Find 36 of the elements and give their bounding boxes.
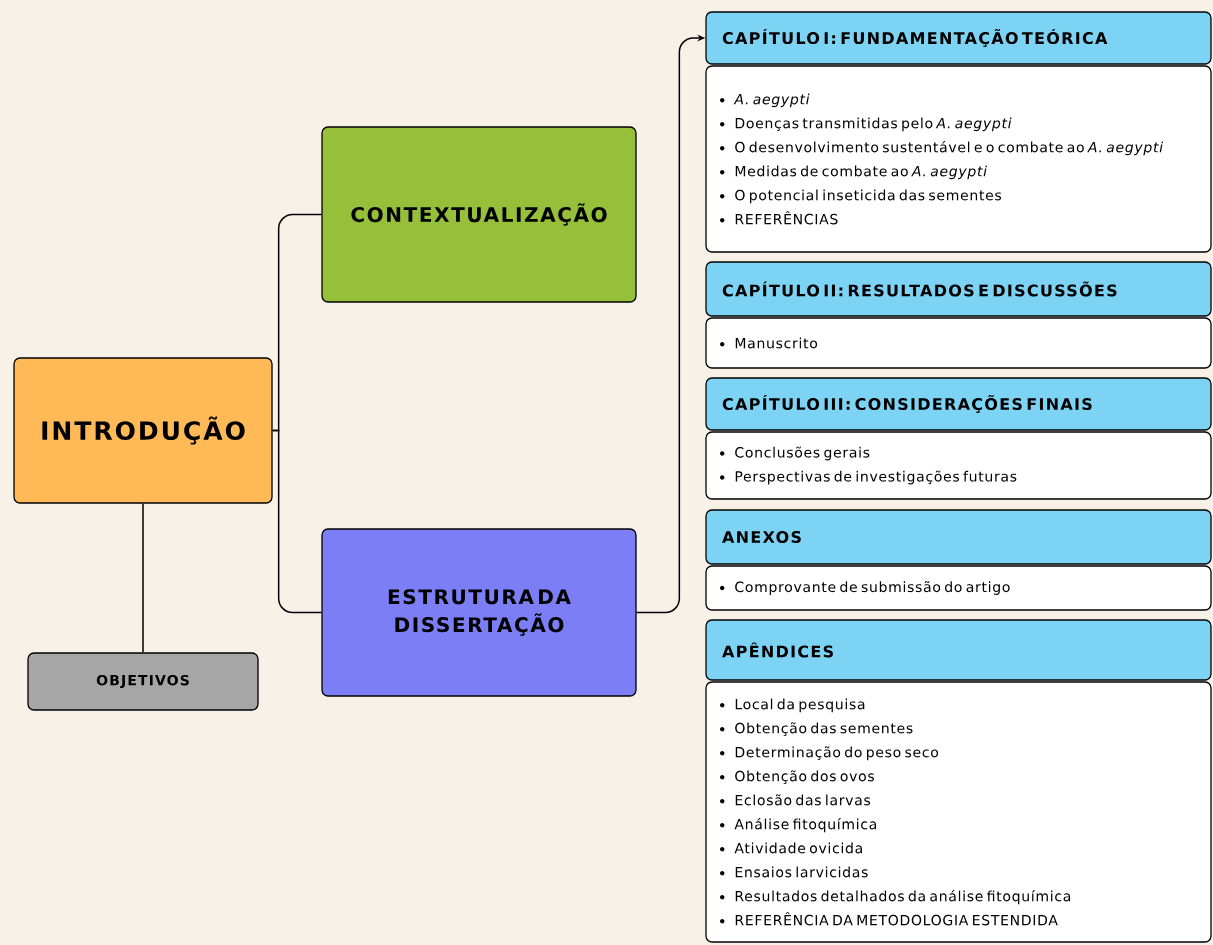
list-item: Comprovante de submissão do artigo bbox=[735, 581, 1010, 595]
content-box bbox=[705, 431, 1212, 500]
list-item: REFERÊNCIA DA METODOLOGIA ESTENDIDA bbox=[735, 912, 1058, 926]
content-box bbox=[705, 65, 1212, 253]
chapter-header: CAPÍTULO III: CONSIDERAÇÕES FINAIS bbox=[705, 377, 1212, 431]
content-box bbox=[705, 565, 1212, 611]
content-box bbox=[705, 317, 1212, 369]
list-item: Local da pesquisa bbox=[735, 698, 865, 713]
topic-box: CONTEXTUALIZAÇÃO bbox=[321, 126, 637, 303]
connector-line bbox=[271, 429, 323, 614]
chapter-header: APÊNDICES bbox=[705, 619, 1212, 681]
list-item: O desenvolvimento sustentável e o combate ao A. aegypti bbox=[735, 141, 1163, 156]
list-item: Análise fitoquímica bbox=[734, 818, 877, 833]
chapter-header: CAPÍTULO II: RESULTADOS E DISCUSSÕES bbox=[705, 261, 1212, 317]
list-item: Eclosão das larvas bbox=[735, 794, 871, 806]
list-item: Obtenção das sementes bbox=[735, 722, 913, 736]
list-item: Perspectivas de investigações futuras bbox=[735, 470, 1017, 485]
list-item: Obtenção dos ovos bbox=[735, 770, 874, 784]
content-box bbox=[705, 681, 1212, 943]
topic-box: INTRODUÇÃO bbox=[13, 357, 273, 504]
list-item: REFERÊNCIAS bbox=[735, 211, 838, 225]
connector-line bbox=[142, 502, 144, 654]
list-item: Conclusões gerais bbox=[735, 446, 870, 461]
list-item: Medidas de combate ao A. aegypti bbox=[735, 165, 987, 180]
list-item: Resultados detalhados da análise fitoquímica bbox=[735, 890, 1071, 905]
list-item: O potencial inseticida das sementes bbox=[735, 189, 1002, 204]
chapter-header: CAPÍTULO I: FUNDAMENTAÇÃO TEÓRICA bbox=[705, 11, 1212, 65]
list-item: Doenças transmitidas pelo A. aegypti bbox=[735, 117, 1012, 132]
list-item: Manuscrito bbox=[735, 337, 818, 349]
chapter-header: ANEXOS bbox=[705, 509, 1212, 565]
list-item: Atividade ovicida bbox=[734, 842, 862, 854]
list-item: A. aegypti bbox=[733, 93, 810, 108]
topic-box: ESTRUTURA DA DISSERTAÇÃO bbox=[321, 528, 637, 697]
list-item: Ensaios larvicidas bbox=[735, 866, 868, 878]
topic-box: OBJETIVOS bbox=[27, 652, 259, 711]
list-item: Determinação do peso seco bbox=[735, 746, 939, 761]
